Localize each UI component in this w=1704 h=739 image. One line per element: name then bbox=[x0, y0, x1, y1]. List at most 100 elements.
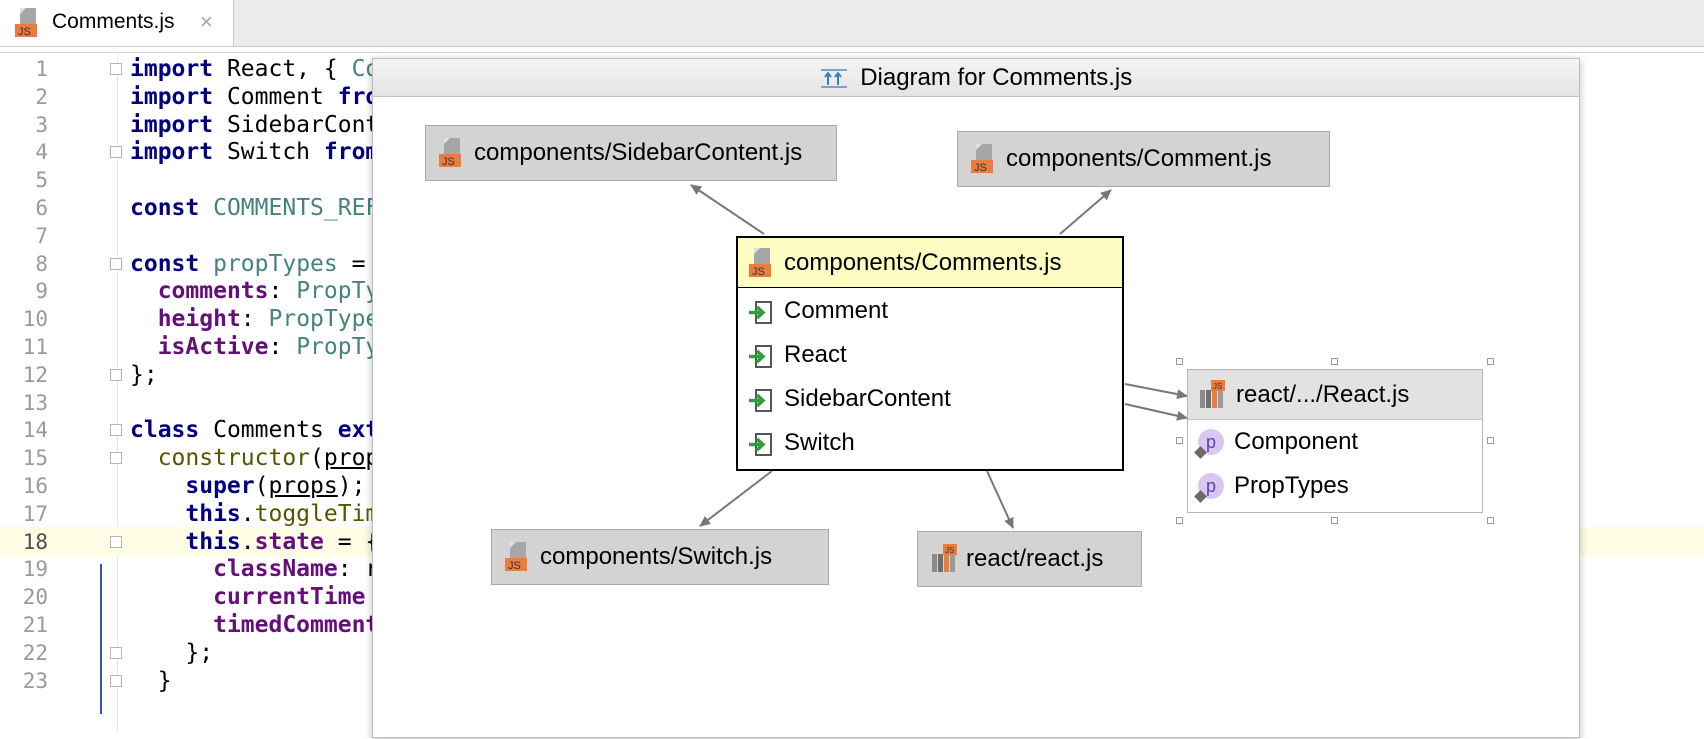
diagram-popup: Diagram for Comments.js JS components/Si… bbox=[372, 58, 1580, 738]
node-title: react/.../React.js bbox=[1236, 380, 1410, 408]
code-token: constructor bbox=[157, 445, 311, 472]
close-icon[interactable]: × bbox=[200, 9, 213, 34]
code-line[interactable]: 23 } bbox=[0, 666, 1704, 696]
code-token: : bbox=[268, 278, 297, 305]
code-line[interactable]: 3 import SidebarCont bbox=[0, 110, 1704, 140]
code-token: import bbox=[130, 111, 214, 138]
code-token: Switch bbox=[213, 139, 324, 166]
code-token: this bbox=[185, 528, 241, 555]
code-token: from bbox=[323, 139, 380, 166]
code-line[interactable]: 12}; bbox=[0, 360, 1704, 390]
selection-handle[interactable] bbox=[1487, 437, 1494, 444]
library-js-icon: JS bbox=[930, 544, 960, 579]
member-label: SidebarContent bbox=[784, 385, 951, 412]
node-comments-main[interactable]: JS components/Comments.js Comment React … bbox=[736, 236, 1124, 471]
fold-marker-icon[interactable] bbox=[110, 63, 122, 75]
code-line[interactable]: 20 currentTime bbox=[0, 582, 1704, 612]
line-number: 15 bbox=[22, 446, 48, 471]
selection-handle[interactable] bbox=[1331, 358, 1338, 365]
code-line[interactable]: 21 timedComment bbox=[0, 610, 1704, 640]
member-label: Comment bbox=[784, 297, 889, 324]
member-react[interactable]: React bbox=[738, 334, 1122, 378]
code-text: }; bbox=[130, 638, 213, 668]
code-line[interactable]: 5 bbox=[0, 165, 1704, 195]
fold-marker-icon[interactable] bbox=[110, 535, 122, 548]
js-file-icon: JS bbox=[14, 8, 44, 43]
edge-to-react-module-2 bbox=[1124, 403, 1188, 421]
code-token: isActive bbox=[157, 334, 269, 360]
line-number: 3 bbox=[35, 112, 48, 137]
code-token: SidebarCont bbox=[213, 111, 380, 138]
code-token: = { bbox=[323, 528, 380, 555]
code-token: . bbox=[240, 528, 255, 555]
fold-marker-icon[interactable] bbox=[110, 674, 122, 687]
selection-handle[interactable] bbox=[1331, 517, 1338, 524]
line-number: 14 bbox=[22, 418, 48, 443]
code-line[interactable]: 11 isActive: PropTy bbox=[0, 332, 1704, 362]
code-line[interactable]: 15 constructor(prop bbox=[0, 443, 1704, 473]
member-component[interactable]: p Component bbox=[1188, 421, 1482, 465]
member-switch[interactable]: Switch bbox=[738, 422, 1122, 466]
fold-marker-icon[interactable] bbox=[110, 368, 122, 381]
node-react-module[interactable]: JS react/.../React.js p Component p Prop… bbox=[1187, 369, 1483, 513]
line-number: 11 bbox=[22, 335, 48, 359]
selection-handle[interactable] bbox=[1176, 517, 1183, 524]
line-number: 1 bbox=[35, 57, 48, 81]
js-file-icon: JS bbox=[748, 247, 778, 283]
member-proptypes[interactable]: p PropTypes bbox=[1188, 465, 1482, 509]
edge-to-sidebar bbox=[690, 184, 765, 235]
selection-handle[interactable] bbox=[1487, 358, 1494, 365]
code-line[interactable]: 19 className: r bbox=[0, 554, 1704, 584]
member-label: Switch bbox=[784, 429, 855, 456]
code-token bbox=[130, 445, 158, 471]
js-file-icon: JS bbox=[970, 144, 1000, 179]
node-title-bar: JS components/Comments.js bbox=[738, 238, 1122, 288]
code-text: import SidebarCont bbox=[130, 110, 379, 140]
line-number: 13 bbox=[22, 390, 48, 415]
line-number: 2 bbox=[35, 84, 48, 109]
tab-comments-js[interactable]: JS Comments.js × bbox=[0, 0, 234, 46]
line-number: 20 bbox=[22, 585, 48, 610]
selection-handle[interactable] bbox=[1487, 517, 1494, 524]
popup-title-bar: Diagram for Comments.js bbox=[373, 59, 1579, 96]
selection-handle[interactable] bbox=[1176, 358, 1183, 365]
svg-text:JS: JS bbox=[18, 26, 31, 38]
member-sidebarcontent[interactable]: SidebarContent bbox=[738, 378, 1122, 422]
node-react-js[interactable]: JS react/react.js bbox=[917, 531, 1142, 587]
code-line[interactable]: 17 this.toggleTim bbox=[0, 499, 1704, 529]
code-token bbox=[130, 529, 185, 555]
code-token: const bbox=[130, 195, 200, 221]
node-switch[interactable]: JS components/Switch.js bbox=[491, 529, 829, 585]
fold-marker-icon[interactable] bbox=[110, 257, 122, 270]
code-line[interactable]: 7 bbox=[0, 221, 1704, 251]
code-text: height: PropTypes bbox=[130, 304, 393, 334]
fold-marker-icon[interactable] bbox=[110, 146, 122, 159]
fold-marker-icon[interactable] bbox=[110, 646, 122, 659]
code-text: }; bbox=[130, 360, 158, 390]
code-line[interactable]: 22 }; bbox=[0, 638, 1704, 668]
gutter-separator bbox=[117, 54, 118, 732]
code-line[interactable]: 16 super(props); bbox=[0, 471, 1704, 501]
node-sidebar-content[interactable]: JS components/SidebarContent.js bbox=[425, 125, 837, 181]
fold-marker-icon[interactable] bbox=[110, 452, 122, 465]
code-line[interactable]: 9 comments: PropTy bbox=[0, 276, 1704, 306]
selection-handle[interactable] bbox=[1176, 437, 1183, 444]
code-token bbox=[130, 556, 213, 582]
code-text: className: r bbox=[130, 554, 379, 584]
code-token: : bbox=[268, 334, 297, 360]
code-token: }; bbox=[130, 639, 214, 666]
code-token: COMMENTS_REF bbox=[213, 195, 380, 221]
line-number: 5 bbox=[35, 168, 48, 193]
code-token bbox=[130, 501, 185, 527]
code-token: import bbox=[130, 83, 214, 110]
node-comment[interactable]: JS components/Comment.js bbox=[957, 131, 1330, 187]
code-token bbox=[130, 473, 185, 499]
code-line[interactable]: 13 bbox=[0, 388, 1704, 418]
fold-marker-icon[interactable] bbox=[110, 424, 122, 437]
node-label: components/Switch.js bbox=[540, 543, 773, 570]
member-comment[interactable]: Comment bbox=[738, 290, 1122, 334]
